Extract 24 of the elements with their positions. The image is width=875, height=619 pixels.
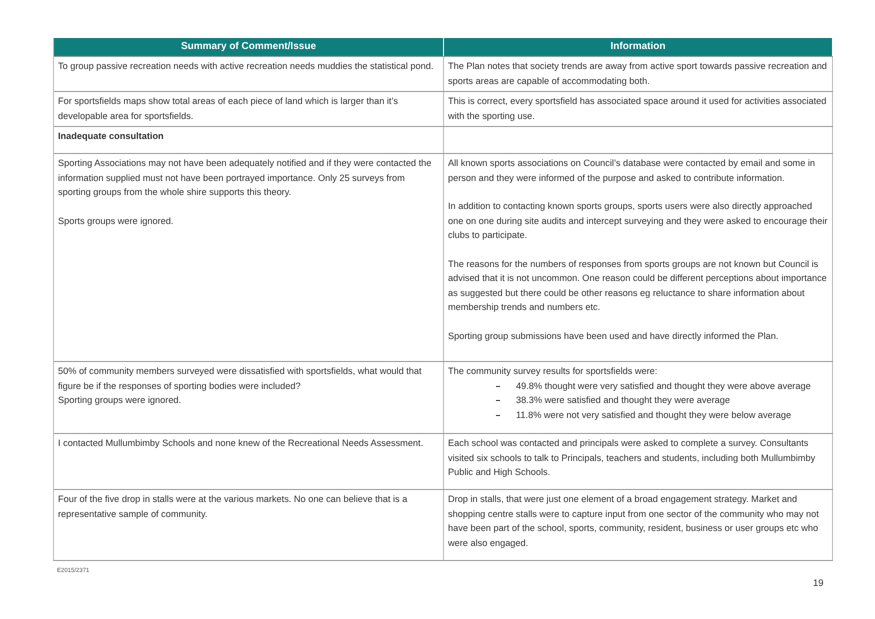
cell-text: Each school was contacted and principals were asked to complete a survey. Consultants visited six schools to talk to Principals, teachers and students, including both Mullumbimby Public and High Schools. bbox=[448, 437, 816, 479]
column-header: Summary of Comment/Issue bbox=[180, 40, 318, 53]
cell-text: Drop in stalls, that were just one element of a broad engagement strategy. Market and shopping centre stalls were to capture input from one sector of the community who may not have been part of the school, sports, community, resident, business or user groups etc who were also engaged. bbox=[448, 493, 820, 550]
cell-text: Sporting groups were ignored. bbox=[58, 394, 182, 407]
list-item: 38.3% were satisfied and thought they were average bbox=[448, 393, 828, 408]
cell-text: Sporting group submissions have been used and have directly informed the Plan. bbox=[448, 330, 780, 343]
list-item: 49.8% thought were very satisfied and thought they were above average bbox=[448, 378, 828, 393]
cell-text: 50% of community members surveyed were dissatisfied with sportsfields, what would that figure be if the responses of sporting bodies were included? bbox=[58, 365, 423, 393]
cell-text: Sports groups were ignored. bbox=[58, 214, 174, 228]
section-heading: Inadequate consultation bbox=[58, 130, 165, 143]
cell-text: For sportsfields maps show total areas of each piece of land which is larger than it’s developable area for sportsfields. bbox=[58, 95, 399, 123]
page-number: 19 bbox=[813, 578, 824, 589]
cell-text: All known sports associations on Council’s database were contacted by email and some in person and they were informed of the purpose and asked to contribute information. bbox=[448, 157, 816, 185]
cell-text: Four of the five drop in stalls were at the various markets. No one can believe that is a representative sample of community. bbox=[58, 493, 408, 521]
cell-text: In addition to contacting known sports groups, sports users were also directly approached one on one during site audits and intercept surveying and they were asked to encourage their clubs to participate. bbox=[448, 200, 828, 242]
column-header: Information bbox=[610, 40, 666, 53]
list-item: 11.8% were not very satisfied and thought they were below average bbox=[448, 408, 828, 422]
cell-text: Sporting Associations may not have been adequately notified and if they were contacted the information supplied must not have been portrayed importance. Only 25 surveys from sporting groups from the whole shire supports this theory. bbox=[58, 157, 432, 199]
cell-text: To group passive recreation needs with active recreation needs muddies the statistical pond. bbox=[58, 60, 434, 73]
cell-text: I contacted Mullumbimby Schools and none knew of the Recreational Needs Assessment. bbox=[58, 437, 424, 450]
cell-text: The reasons for the numbers of responses from sports groups are not known but Council is advised that it is not uncommon. One reason could be different perceptions about importance as suggested but there could be other reasons eg reluctance to share information about membership trends and numbers etc. bbox=[448, 258, 828, 314]
cell-text: This is correct, every sportsfield has associated space around it used for activities associated with the sporting use. bbox=[448, 95, 828, 123]
cell-text: The Plan notes that society trends are away from active sport towards passive recreation and sports areas are capable of accommodating both. bbox=[448, 60, 828, 88]
cell-text: The community survey results for sportsfields were: bbox=[448, 365, 658, 378]
